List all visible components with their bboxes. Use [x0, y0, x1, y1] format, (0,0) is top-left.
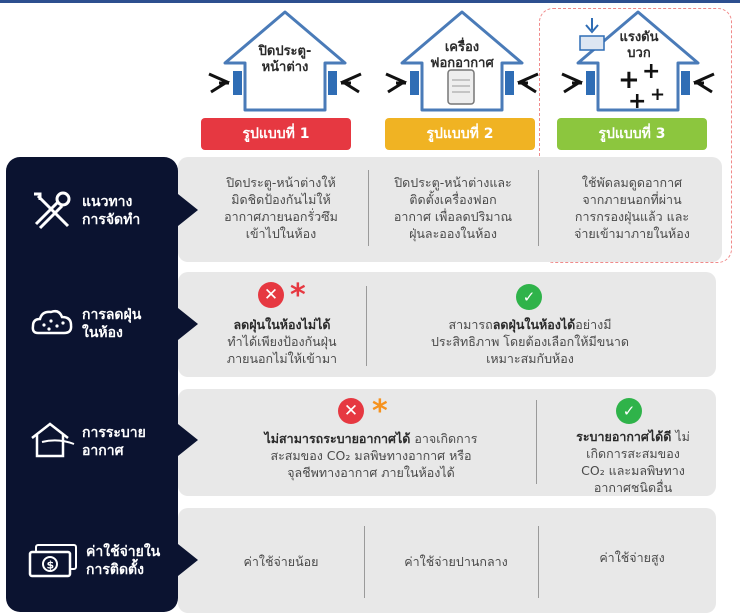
cost-option-1: ค่าใช้จ่ายน้อย — [243, 554, 319, 569]
money-icon: $ — [28, 544, 77, 578]
dust-cloud-icon — [31, 309, 73, 335]
house-purifier-icon — [385, 10, 539, 112]
tools-icon — [34, 191, 71, 230]
cost-option-3: ค่าใช้จ่ายสูง — [599, 550, 665, 565]
svg-text:$: $ — [47, 559, 55, 572]
cross-icon: ✕ — [338, 398, 364, 424]
dust-option-2-3: สามารถลดฝุ่นในห้องได้อย่างมี ประสิทธิภาพ… — [430, 317, 630, 366]
vent-option-3: ระบายอากาศได้ดี ไม่ เกิดการสะสมของ CO₂ แ… — [576, 429, 690, 495]
row-1-title-2: การจัดทำ — [82, 212, 141, 228]
house-positive-pressure-icon: + + + + — [561, 10, 715, 113]
check-icon: ✓ — [616, 398, 642, 424]
divider — [364, 526, 365, 598]
approach-option-1: ปิดประตู-หน้าต่างให้มิดชิดป้องกันไม่ให้ … — [224, 175, 338, 241]
check-icon: ✓ — [516, 284, 542, 310]
row-1-title-1: แนวทาง — [82, 194, 133, 210]
cost-option-2: ค่าใช้จ่ายปานกลาง — [404, 554, 508, 569]
vent-option-1-2: ไม่สามารถระบายอากาศได้ อาจเกิดการ สะสมขอ… — [264, 431, 478, 480]
house-3-diagram: + + + + แรงดัน บวก — [558, 8, 718, 113]
row-2-title-1: การลดฝุ่น — [82, 307, 142, 323]
house-2-text-2: ฟอกอากาศ — [430, 56, 494, 71]
divider — [366, 286, 367, 366]
row-3-arrow — [178, 424, 198, 456]
option-3-highlight — [539, 8, 732, 263]
house-2-diagram: เครื่อง ฟอกอากาศ — [382, 8, 542, 113]
asterisk-icon: * — [290, 278, 306, 313]
divider — [368, 170, 369, 246]
svg-text:+: + — [650, 84, 665, 105]
house-3-text-1: แรงดัน — [619, 30, 659, 45]
house-3-text-2: บวก — [627, 46, 651, 61]
air-purifier-icon — [447, 69, 475, 105]
row-3-title-2: อากาศ — [82, 443, 124, 459]
svg-text:+: + — [642, 59, 660, 84]
divider — [538, 170, 539, 246]
house-airflow-icon — [31, 422, 75, 458]
row-approach-bg — [178, 157, 722, 262]
dust-option-1: ลดฝุ่นในห้องไม่ได้ ทำได้เพียงป้องกันฝุ่น… — [226, 317, 338, 366]
row-3-title-1: การระบาย — [82, 425, 146, 441]
divider — [536, 400, 537, 484]
house-2-text-1: เครื่อง — [444, 40, 480, 55]
row-4-title-1: ค่าใช้จ่ายใน — [86, 544, 161, 560]
row-2-title-2: ในห้อง — [82, 325, 123, 341]
divider — [538, 526, 539, 598]
row-1-arrow — [178, 194, 198, 226]
cross-icon: ✕ — [258, 282, 284, 308]
row-4-title-2: การติดตั้ง — [86, 562, 144, 578]
ventilation-fan-icon — [579, 35, 605, 51]
svg-text:+: + — [618, 65, 640, 95]
house-1-diagram: ปิดประตู- หน้าต่าง — [205, 8, 365, 113]
row-4-arrow — [178, 544, 198, 576]
option-3-badge: รูปแบบที่ 3 — [557, 118, 707, 150]
house-closed-icon — [208, 10, 362, 112]
row-2-arrow — [178, 308, 198, 340]
option-2-badge: รูปแบบที่ 2 — [385, 118, 535, 150]
svg-text:+: + — [628, 89, 646, 113]
top-border — [0, 0, 740, 3]
option-1-badge: รูปแบบที่ 1 — [201, 118, 351, 150]
asterisk-icon: * — [372, 394, 388, 429]
house-1-text-2: หน้าต่าง — [261, 60, 309, 75]
approach-option-3: ใช้พัดลมดูดอากาศจากภายนอกที่ผ่าน การกรอง… — [574, 175, 690, 241]
criteria-column — [6, 157, 178, 612]
house-1-text-1: ปิดประตู- — [258, 44, 312, 59]
approach-option-2: ปิดประตู-หน้าต่างและติดตั้งเครื่องฟอก อา… — [393, 175, 513, 241]
row-cost-bg — [178, 508, 716, 613]
